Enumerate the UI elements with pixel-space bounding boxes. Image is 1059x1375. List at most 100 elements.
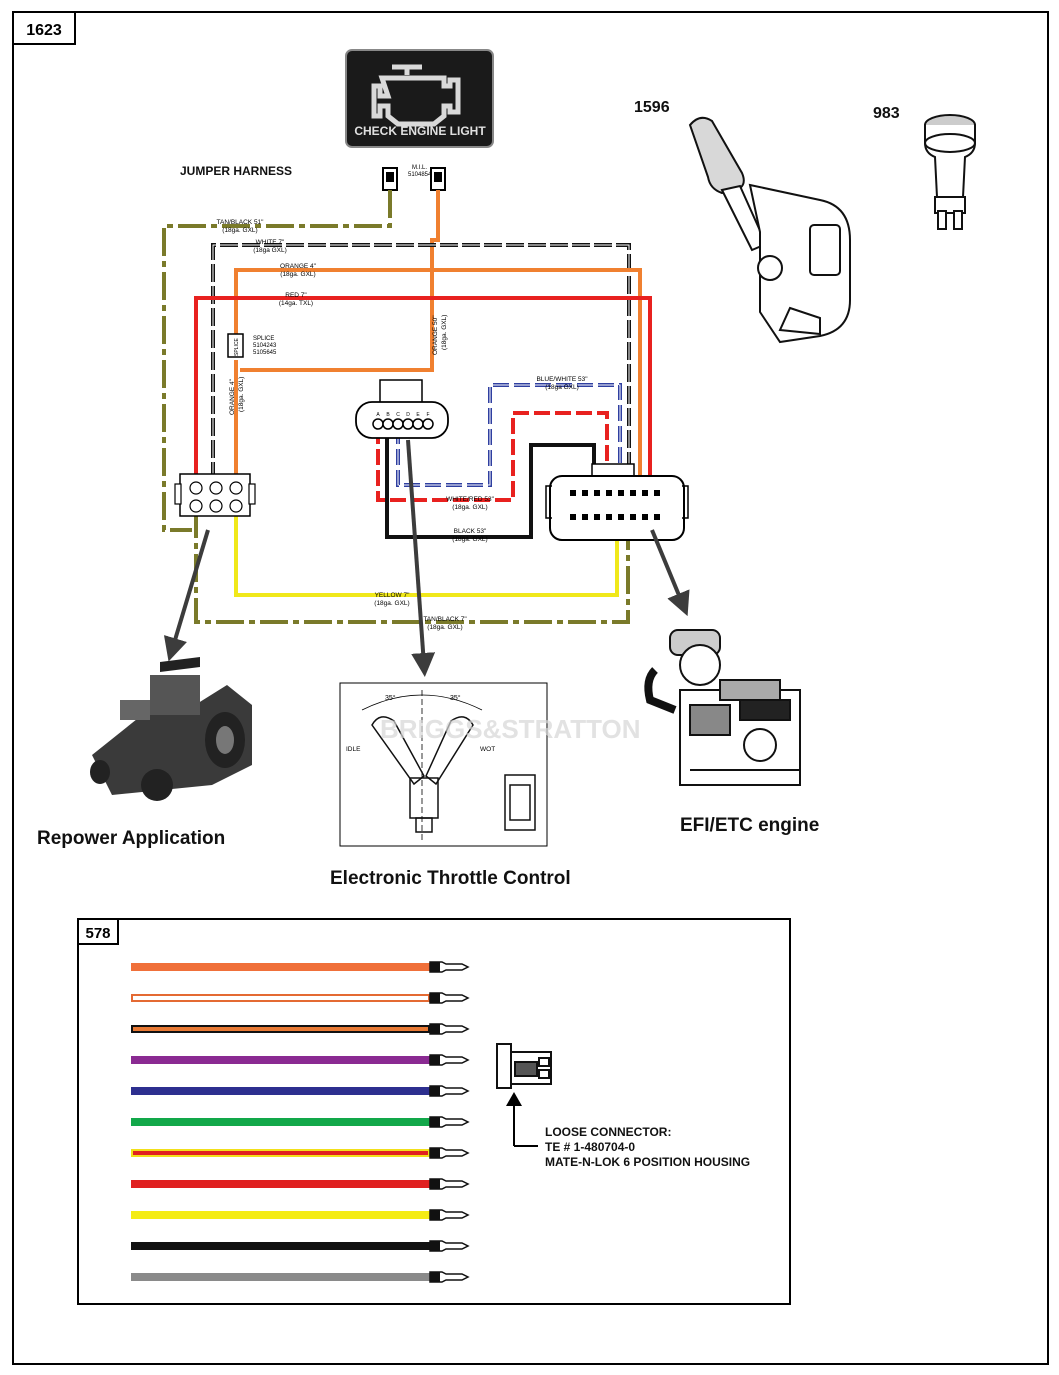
- loose-connector-line2: TE # 1-480704-0: [545, 1140, 635, 1154]
- part-1596-number: 1596: [634, 99, 670, 116]
- label-black-53: BLACK 53": [454, 528, 487, 535]
- etc-angle-left: 35°: [385, 694, 396, 702]
- lead-wire-crimp: [430, 1086, 440, 1096]
- wire-red-7: [194, 296, 652, 482]
- label-orange-4-top-spec: (18ga. GXL): [280, 271, 315, 278]
- lead-wire-core: [133, 996, 428, 1000]
- label-white-red-53-spec: (18ga. GXL): [452, 504, 487, 511]
- arrow-to-engine: [650, 529, 690, 617]
- lead-wire-crimp: [430, 993, 440, 1003]
- lead-wire-insulation: [131, 1273, 430, 1281]
- mil-part: 5104854: [408, 172, 432, 178]
- lead-wire: [131, 1209, 470, 1221]
- kit-number: 1623: [26, 22, 62, 39]
- label-blue-white-53-spec: (18ga GXL): [545, 384, 579, 391]
- watermark: BRIGGS&STRATTON: [380, 714, 640, 744]
- indicator-lamp-983: [924, 114, 976, 230]
- lead-wire-crimp: [430, 1210, 440, 1220]
- loose-connector-line3: MATE-N-LOK 6 POSITION HOUSING: [545, 1155, 750, 1169]
- label-black-53-spec: (18ga. GXL): [452, 536, 487, 543]
- etc-pin-b: B: [386, 412, 390, 418]
- label-white-7: WHITE 7": [256, 239, 285, 246]
- lead-wire-insulation: [131, 1211, 430, 1219]
- etc-idle-label: IDLE: [346, 746, 361, 753]
- engine-icon: [371, 64, 461, 127]
- caption-engine: EFI/ETC engine: [680, 815, 819, 836]
- wire-orange-4-top: [234, 268, 642, 482]
- arrow-to-repower: [163, 529, 210, 662]
- loose-connector-line1: LOOSE CONNECTOR:: [545, 1125, 671, 1139]
- lead-wire: [131, 1023, 470, 1035]
- splice-tag: SPLICE: [234, 338, 240, 356]
- efi-engine-image: [644, 629, 801, 786]
- label-white-red-53: WHITE/RED 53": [446, 496, 495, 503]
- label-white-7-spec: (18ga GXL): [253, 247, 287, 254]
- wire-black-53: [385, 428, 596, 539]
- etc-connector: A B C D E F: [355, 379, 449, 439]
- label-orange-4-left-spec: (18ga. GXL): [238, 377, 245, 412]
- wire-blue-white-53-inner: [397, 384, 621, 486]
- lead-wire: [131, 1054, 470, 1066]
- jumper-harness-label: JUMPER HARNESS: [180, 164, 292, 178]
- arrow-to-etc: [406, 439, 436, 677]
- engine-connector: [545, 463, 689, 541]
- throttle-lever-1596: [688, 116, 851, 344]
- caption-etc: Electronic Throttle Control: [330, 868, 571, 889]
- etc-pin-e: E: [416, 412, 420, 418]
- etc-pin-c: C: [396, 412, 400, 418]
- label-tan-black-51: TAN/BLACK 51": [217, 219, 265, 226]
- label-yellow-7: YELLOW 7": [375, 592, 411, 599]
- lead-wire: [131, 961, 470, 973]
- splice-part-b: 5105645: [253, 350, 277, 356]
- lead-wire-crimp: [430, 1055, 440, 1065]
- lead-wire-insulation: [131, 1118, 430, 1126]
- lead-wire-crimp: [430, 1024, 440, 1034]
- lead-wire: [131, 1147, 470, 1159]
- label-orange-4-left: ORANGE 4": [229, 378, 236, 415]
- lead-wire-core: [133, 1027, 428, 1031]
- wire-tan-black-51: [162, 190, 392, 532]
- lead-wire-crimp: [430, 962, 440, 972]
- lead-wire-core: [133, 1151, 428, 1155]
- etc-pin-f: F: [426, 412, 429, 418]
- wire-white-red-53: [376, 411, 609, 502]
- lead-wire: [131, 1116, 470, 1128]
- splice-part-a: 5104243: [253, 343, 277, 349]
- etc-pin-d: D: [406, 412, 410, 418]
- label-tan-black-7: TAN/BLACK 7": [423, 616, 467, 623]
- caption-repower: Repower Application: [37, 828, 225, 849]
- lead-wire: [131, 1085, 470, 1097]
- label-tan-black-7-spec: (18ga. GXL): [427, 624, 462, 631]
- mil-title: M.I.L.: [412, 165, 427, 171]
- kit-number-box: [12, 11, 76, 45]
- lead-wire-crimp: [430, 1117, 440, 1127]
- etc-detail-box: [339, 682, 548, 847]
- lead-wire: [131, 1178, 470, 1190]
- lead-wire-insulation: [131, 963, 430, 971]
- repower-connector: [174, 473, 256, 517]
- splice-block: [227, 333, 244, 358]
- label-orange-50: ORANGE 50": [432, 315, 439, 355]
- lead-wire-insulation: [131, 1056, 430, 1064]
- label-red-7: RED 7": [285, 292, 307, 299]
- lead-wire-insulation: [131, 1087, 430, 1095]
- lead-wire: [131, 1240, 470, 1252]
- lead-wire-list: [131, 961, 470, 1283]
- lead-wire-crimp: [430, 1241, 440, 1251]
- loose-connector-image: [496, 1043, 552, 1089]
- label-orange-4-top: ORANGE 4": [280, 263, 317, 270]
- lead-wire-insulation: [131, 1180, 430, 1188]
- label-tan-black-51-spec: (18ga. GXL): [222, 227, 257, 234]
- wire-white-7-inner: [212, 244, 630, 480]
- repower-mower-image: [90, 657, 252, 801]
- lead-wire-crimp: [430, 1272, 440, 1282]
- check-engine-light: CHECK ENGINE LIGHT: [345, 49, 494, 148]
- lead-wire-crimp: [430, 1148, 440, 1158]
- kit-578-frame: [77, 918, 791, 1305]
- etc-angle-right: 35°: [450, 694, 461, 702]
- mil-connectors: [382, 167, 446, 191]
- label-yellow-7-spec: (18ga. GXL): [374, 600, 409, 607]
- wire-yellow-7: [234, 510, 619, 597]
- label-blue-white-53: BLUE/WHITE 53": [536, 376, 588, 383]
- splice-title: SPLICE: [253, 336, 274, 342]
